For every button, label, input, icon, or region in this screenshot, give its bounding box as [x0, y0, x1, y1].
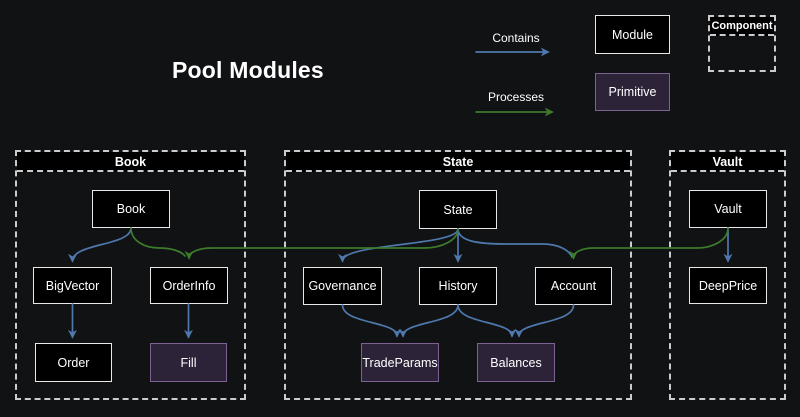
node-balances-label: Balances — [490, 355, 542, 370]
container-book: Book — [15, 150, 246, 400]
node-state-label: State — [443, 202, 473, 217]
legend-processes-label: Processes — [487, 90, 545, 104]
node-governance: Governance — [303, 267, 382, 305]
container-vault: Vault — [669, 150, 786, 400]
node-deepprice: DeepPrice — [689, 267, 767, 304]
node-book-label: Book — [116, 202, 146, 216]
node-account-label: Account — [550, 279, 597, 293]
legend-component-label: Component — [710, 17, 774, 36]
node-history: History — [419, 267, 497, 305]
node-fill-label: Fill — [180, 355, 197, 370]
node-balances: Balances — [477, 343, 555, 382]
node-bigvector: BigVector — [33, 267, 112, 304]
node-history-label: History — [438, 279, 478, 293]
legend-component-box: Component — [708, 15, 776, 72]
node-vault: Vault — [689, 190, 767, 228]
page-title: Pool Modules — [172, 57, 324, 83]
node-governance-label: Governance — [308, 279, 377, 293]
node-account: Account — [535, 267, 612, 305]
node-vault-label: Vault — [714, 202, 742, 216]
legend-module-box: Module — [595, 15, 670, 54]
node-state: State — [419, 190, 497, 229]
node-book: Book — [92, 190, 170, 228]
legend-primitive-box: Primitive — [595, 73, 670, 111]
node-order: Order — [35, 343, 112, 382]
node-fill: Fill — [150, 343, 227, 382]
node-orderinfo-label: OrderInfo — [162, 278, 216, 293]
legend-module-label: Module — [612, 27, 653, 42]
container-state-header: State — [286, 152, 630, 172]
container-vault-header: Vault — [671, 152, 784, 172]
node-deepprice-label: DeepPrice — [698, 278, 758, 293]
node-order-label: Order — [57, 355, 90, 370]
container-book-header: Book — [17, 152, 244, 172]
legend-primitive-label: Primitive — [608, 85, 657, 99]
node-bigvector-label: BigVector — [45, 278, 100, 293]
node-orderinfo: OrderInfo — [150, 267, 228, 304]
legend-contains-label: Contains — [492, 31, 540, 45]
container-state: State — [284, 150, 632, 400]
node-tradeparams: TradeParams — [361, 343, 439, 382]
node-tradeparams-label: TradeParams — [362, 355, 438, 370]
